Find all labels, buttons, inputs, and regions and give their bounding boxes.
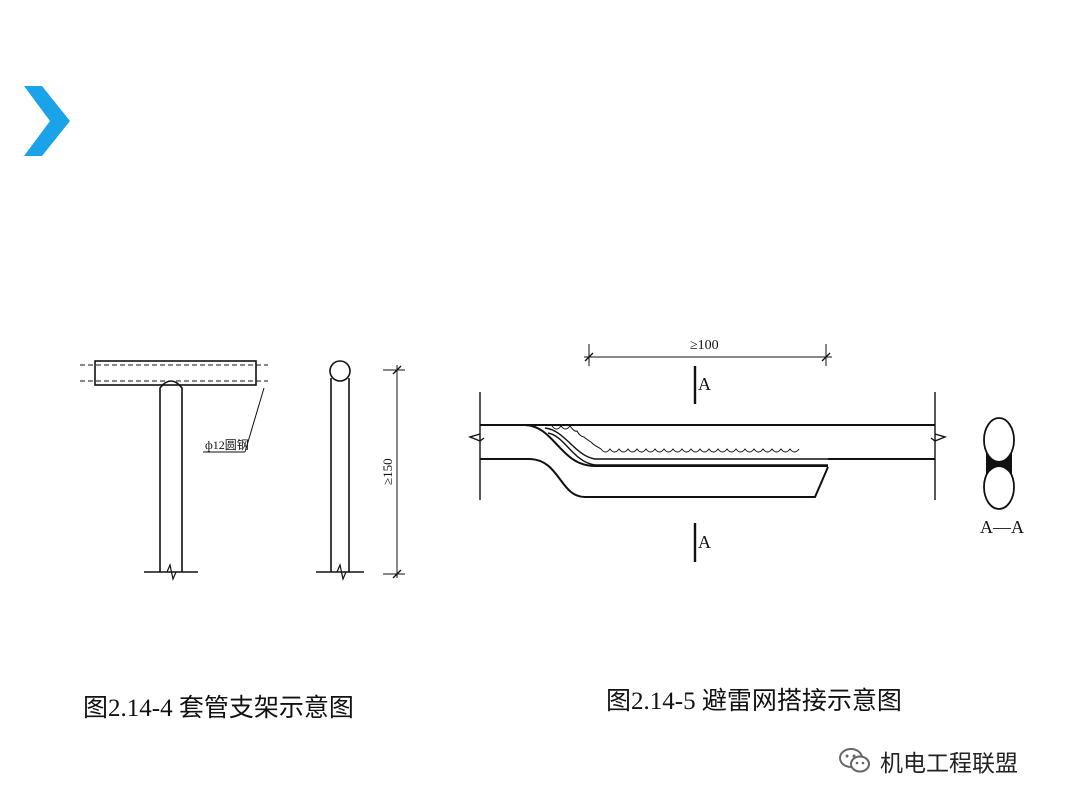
sleeve-support-front-view [80, 360, 268, 581]
annotation-phi12: ф12圆钢 [205, 438, 249, 452]
figure1-caption: 图2.14-4 套管支架示意图 [83, 695, 354, 722]
figure2-caption: 图2.14-5 避雷网搭接示意图 [606, 688, 902, 715]
watermark-text: 机电工程联盟 [880, 751, 1018, 777]
section-a-a [983, 417, 1015, 510]
chevron-right-icon [24, 86, 70, 156]
dimension-150-label: ≥150 [380, 458, 395, 485]
section-mark-bottom: A [698, 532, 711, 552]
lap-joint-elevation [467, 392, 948, 500]
section-label: A—A [980, 517, 1024, 537]
dimension-100-label: ≥100 [690, 338, 719, 353]
watermark: 机电工程联盟 [838, 744, 1018, 778]
section-mark-top: A [698, 374, 711, 394]
dimension-100 [584, 344, 832, 366]
sleeve-support-side-view [316, 360, 405, 581]
wechat-icon [839, 748, 870, 773]
